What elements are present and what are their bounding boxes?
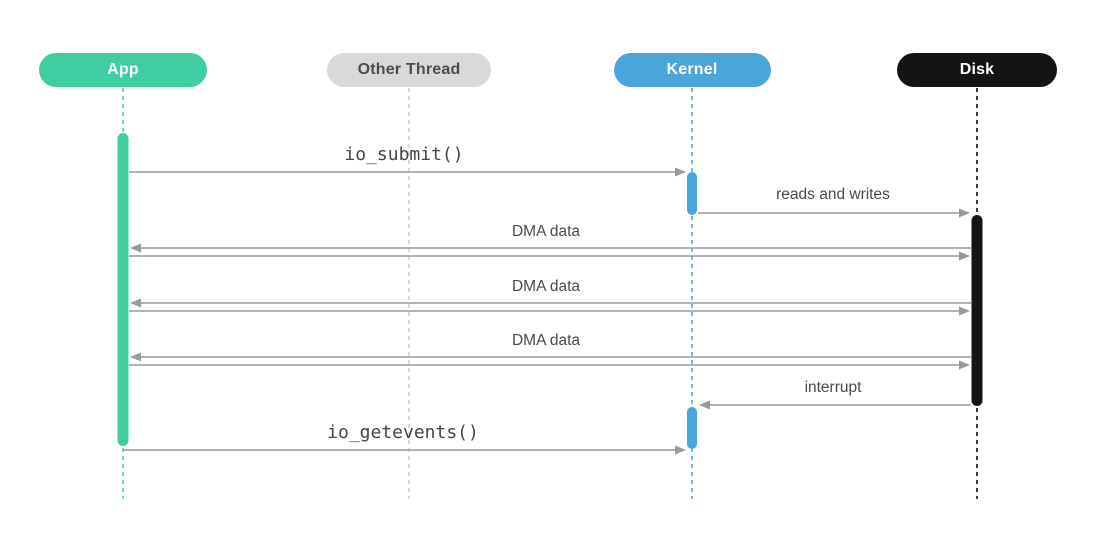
message-label-dma-data-2-reply: DMA data — [511, 278, 581, 295]
actor-pill-disk: Disk — [897, 53, 1057, 87]
arrowhead-dma-data-3-reply — [130, 352, 141, 362]
arrowhead-dma-data-1-send — [959, 251, 970, 261]
arrowhead-reads-and-writes — [959, 208, 970, 218]
arrowhead-io-submit — [675, 167, 686, 177]
message-label-reads-and-writes: reads and writes — [776, 186, 890, 203]
actor-pill-app: App — [39, 53, 207, 87]
arrowhead-dma-data-2-reply — [130, 298, 141, 308]
arrowhead-dma-data-3-send — [959, 360, 970, 370]
arrowhead-dma-data-1-reply — [130, 243, 141, 253]
activation-disk — [971, 215, 983, 406]
actor-pill-kernel: Kernel — [613, 53, 771, 87]
message-label-dma-data-3-reply: DMA data — [511, 332, 581, 349]
activation-kernel-1 — [687, 172, 697, 215]
activation-kernel-2 — [687, 407, 697, 449]
message-label-dma-data-1-reply: DMA data — [511, 223, 581, 240]
message-label-interrupt: interrupt — [804, 379, 862, 396]
actor-pill-other-thread: Other Thread — [327, 53, 491, 87]
arrowhead-io-getevents — [675, 445, 686, 455]
message-label-io-getevents: io_getevents() — [327, 422, 479, 443]
arrowhead-dma-data-2-send — [959, 306, 970, 316]
arrowhead-interrupt — [699, 400, 710, 410]
message-label-io-submit: io_submit() — [344, 144, 464, 165]
activation-app — [117, 133, 129, 446]
